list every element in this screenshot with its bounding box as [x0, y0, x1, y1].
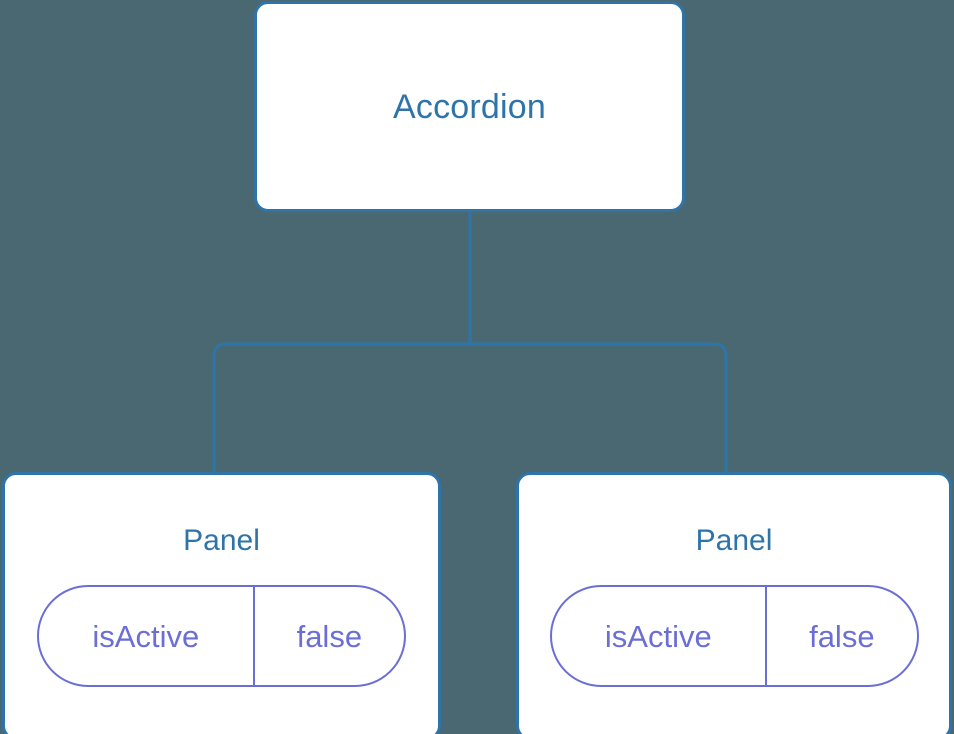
node-panel-left-title: Panel — [183, 524, 260, 557]
node-accordion-title: Accordion — [393, 87, 546, 126]
node-panel-right-prop-pill[interactable]: isActive false — [549, 585, 919, 687]
node-panel-left-prop-value: false — [296, 618, 363, 654]
node-panel-left[interactable]: Panel isActive false — [2, 472, 441, 734]
node-panel-right[interactable]: Panel isActive false — [516, 472, 952, 734]
node-panel-left-prop-key: isActive — [39, 587, 255, 685]
node-panel-right-prop-value: false — [809, 618, 875, 654]
connector-child-bus — [212, 342, 728, 472]
node-panel-right-prop-key: isActive — [552, 587, 768, 685]
node-panel-right-title: Panel — [695, 524, 773, 557]
node-panel-left-prop-pill[interactable]: isActive false — [37, 585, 406, 687]
node-accordion[interactable]: Accordion — [254, 1, 685, 212]
